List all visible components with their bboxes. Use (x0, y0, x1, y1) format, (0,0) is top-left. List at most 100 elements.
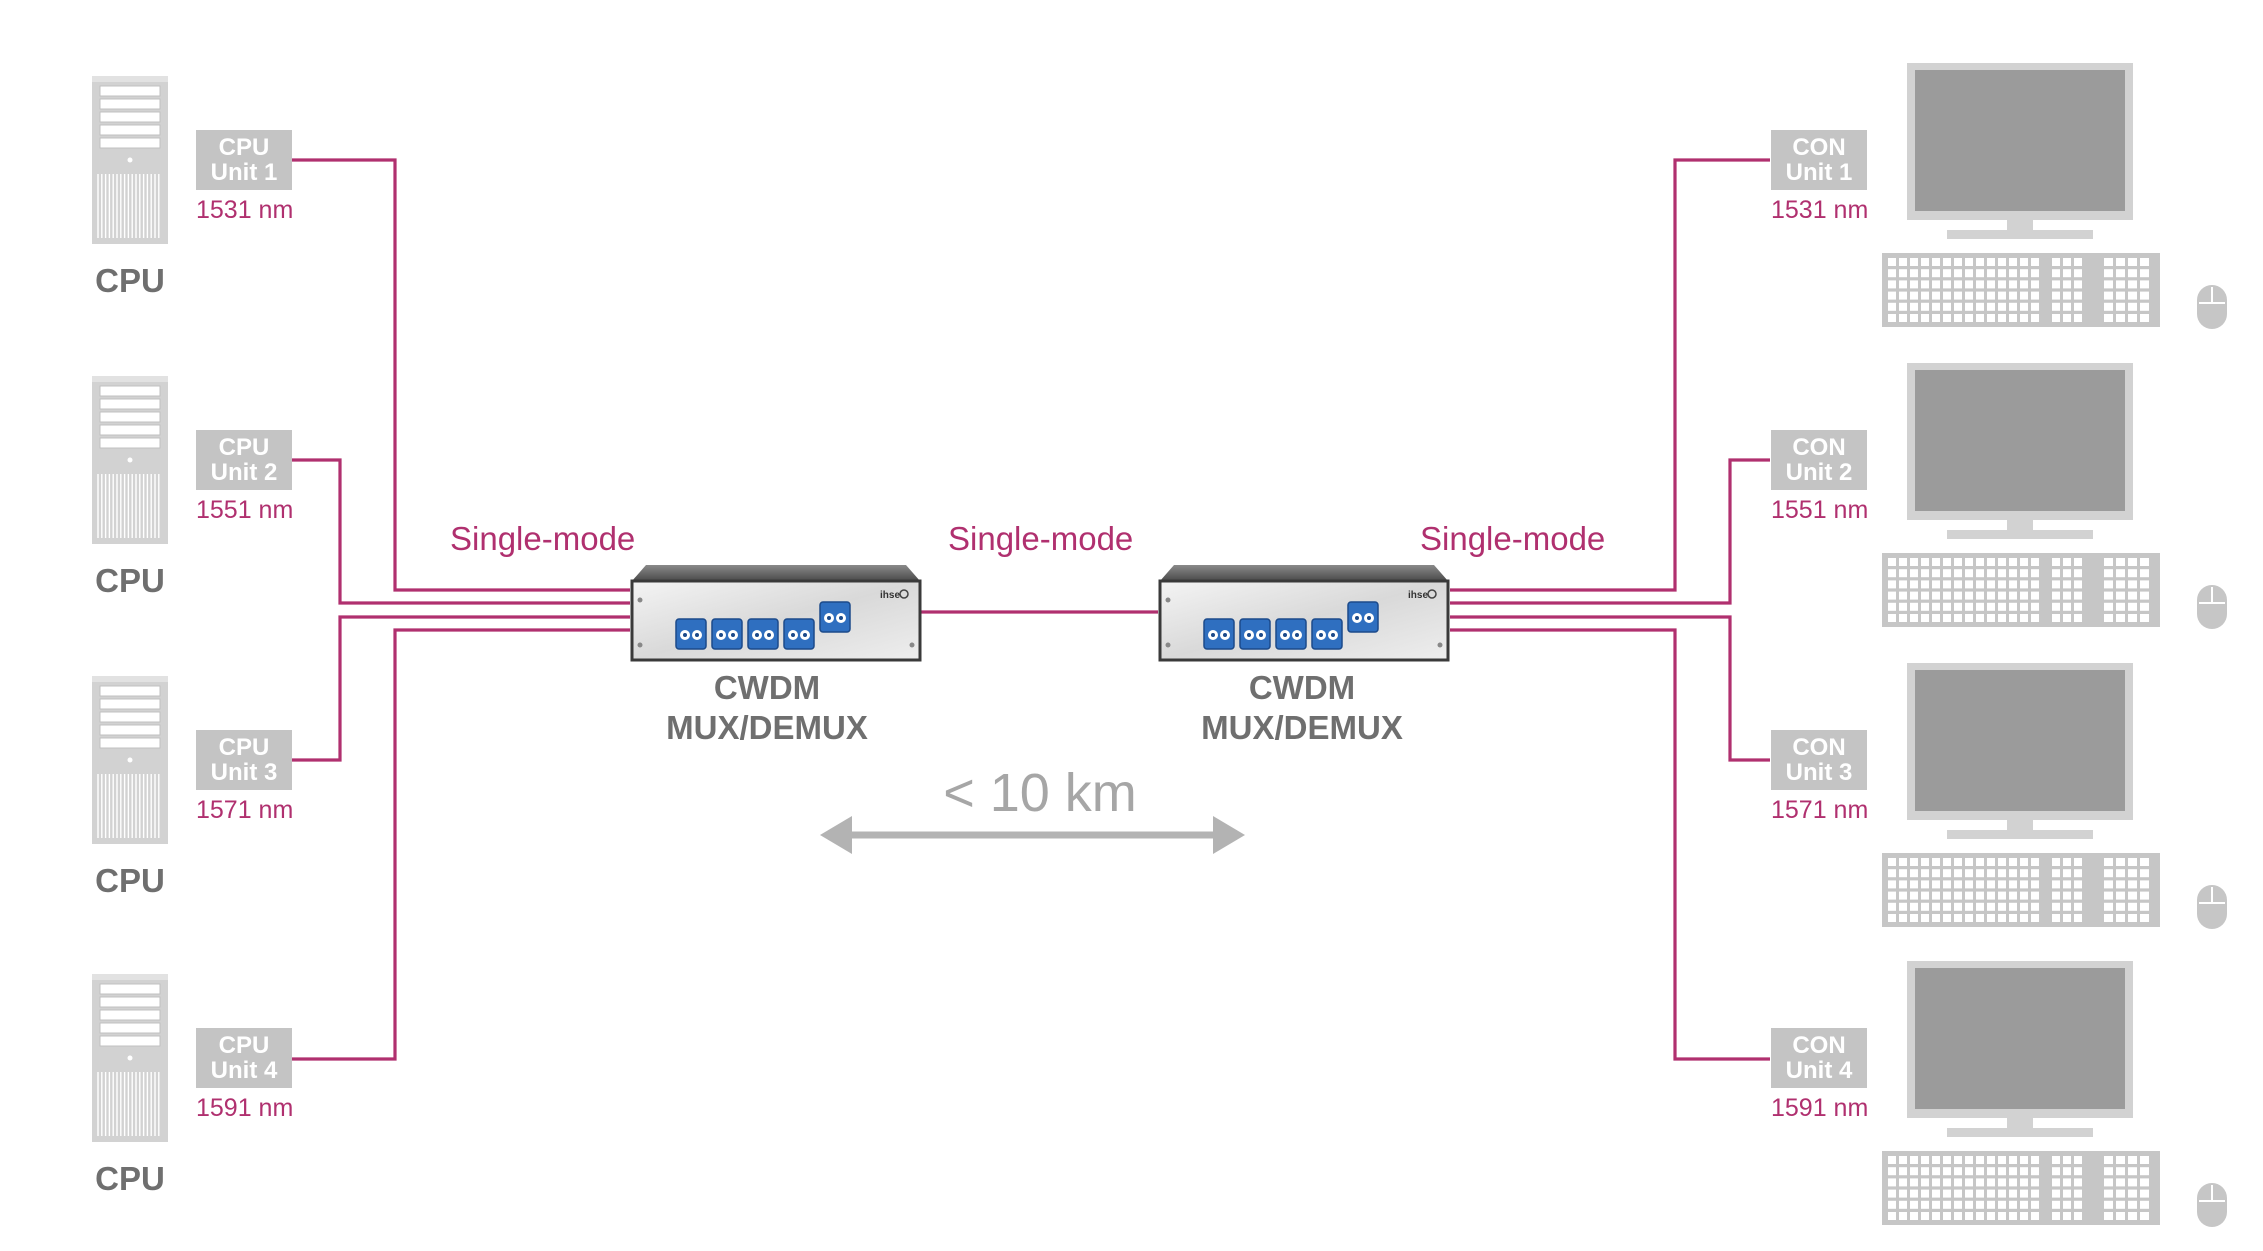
fiber-con-3 (1450, 615, 1770, 762)
fiber-cpu-2 (292, 458, 630, 605)
cpu-unit-label-type: CPU (219, 1032, 270, 1059)
arrow-right-head-icon (1213, 816, 1245, 854)
cpu-unit-label-number: Unit 2 (211, 459, 278, 486)
fiber-label-middle: Single-mode (948, 520, 1133, 557)
arrow-left-head-icon (820, 816, 852, 854)
distance-label: < 10 km (943, 763, 1137, 823)
mux-top-panel (1160, 565, 1448, 581)
cpu-wavelength: 1571 nm (196, 796, 293, 824)
cpu-caption: CPU (95, 862, 165, 899)
lc-port-trunk-icon (819, 601, 851, 633)
lc-port-3-icon (1275, 618, 1307, 650)
lc-port-4-icon (1311, 618, 1343, 650)
mux-right: ihse (1158, 565, 1450, 662)
power-icon (899, 589, 909, 599)
cpu-unit-label-number: Unit 1 (211, 159, 278, 186)
lc-port-4-icon (783, 618, 815, 650)
mux-right-subtitle: MUX/DEMUX (1201, 709, 1403, 746)
cpu-wavelength: 1551 nm (196, 496, 293, 524)
mux-top-panel (632, 565, 920, 581)
con-wavelength: 1531 nm (1771, 196, 1868, 224)
fiber-lines (292, 158, 1770, 1061)
keyboard-icon (1882, 253, 2160, 327)
keyboard-icon (1882, 1151, 2160, 1225)
mouse-icon (2197, 285, 2227, 329)
lc-port-2-icon (1239, 618, 1271, 650)
con-unit-label-type: CON (1792, 134, 1845, 161)
tower-pc-icon (92, 974, 168, 1142)
mouse-icon (2197, 885, 2227, 929)
con-unit-label-type: CON (1792, 734, 1845, 761)
cpu-caption: CPU (95, 262, 165, 299)
fiber-cpu-1 (292, 158, 630, 592)
lc-port-3-icon (747, 618, 779, 650)
cpu-unit-label-type: CPU (219, 434, 270, 461)
mouse-icon (2197, 585, 2227, 629)
cpu-unit-label-number: Unit 3 (211, 759, 278, 786)
con-wavelength: 1551 nm (1771, 496, 1868, 524)
lc-port-1-icon (675, 618, 707, 650)
lc-port-trunk-icon (1347, 601, 1379, 633)
con-wavelength: 1591 nm (1771, 1094, 1868, 1122)
cpu-wavelength: 1531 nm (196, 196, 293, 224)
lc-port-2-icon (711, 618, 743, 650)
fiber-label-right: Single-mode (1420, 520, 1605, 557)
mouse-icon (2197, 1183, 2227, 1227)
monitor-icon (1907, 961, 2133, 1137)
fiber-con-1 (1450, 158, 1770, 592)
con-unit-label-number: Unit 3 (1786, 759, 1853, 786)
con-unit-label-number: Unit 2 (1786, 459, 1853, 486)
fiber-cpu-3 (292, 615, 630, 762)
keyboard-icon (1882, 853, 2160, 927)
con-unit-label-type: CON (1792, 434, 1845, 461)
fiber-con-2 (1450, 458, 1770, 605)
distance-arrow (820, 816, 1245, 854)
tower-pc-icon (92, 76, 168, 244)
fiber-con-4 (1450, 628, 1770, 1061)
cpu-unit-label-number: Unit 4 (211, 1057, 278, 1084)
cpu-wavelength: 1591 nm (196, 1094, 293, 1122)
mux-right-title: CWDM (1249, 669, 1355, 706)
keyboard-icon (1882, 553, 2160, 627)
con-unit-label-number: Unit 1 (1786, 159, 1853, 186)
power-icon (1427, 589, 1437, 599)
lc-port-1-icon (1203, 618, 1235, 650)
con-unit-label-number: Unit 4 (1786, 1057, 1853, 1084)
cpu-unit-label-type: CPU (219, 734, 270, 761)
monitor-icon (1907, 663, 2133, 839)
con-wavelength: 1571 nm (1771, 796, 1868, 824)
cpu-caption: CPU (95, 1160, 165, 1197)
mux-brand-logo: ihse (880, 590, 900, 601)
mux-left: ihse (630, 565, 922, 662)
cpu-unit-label-type: CPU (219, 134, 270, 161)
monitor-icon (1907, 363, 2133, 539)
mux-left-subtitle: MUX/DEMUX (666, 709, 868, 746)
con-unit-label-type: CON (1792, 1032, 1845, 1059)
tower-pc-icon (92, 376, 168, 544)
mux-left-title: CWDM (714, 669, 820, 706)
mux-brand-logo: ihse (1408, 590, 1428, 601)
monitor-icon (1907, 63, 2133, 239)
tower-pc-icon (92, 676, 168, 844)
cpu-caption: CPU (95, 562, 165, 599)
